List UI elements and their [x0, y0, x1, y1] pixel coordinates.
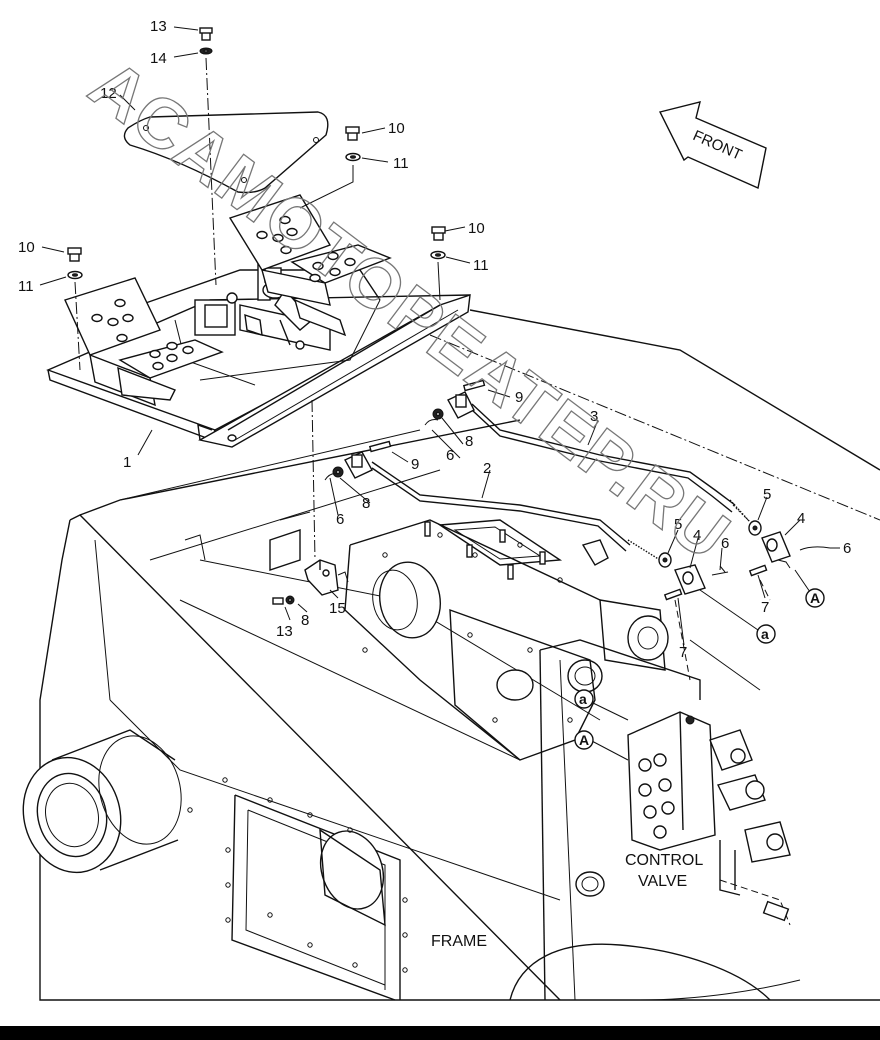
label-11: 11 — [393, 155, 409, 172]
frame-caption: FRAME — [431, 933, 487, 950]
label-13: 13 — [276, 623, 293, 640]
label-1: 1 — [123, 454, 131, 471]
label-7: 7 — [761, 599, 769, 616]
cover-plate — [123, 111, 329, 194]
hardware — [67, 27, 446, 605]
control-valve — [589, 579, 791, 926]
label-3: 3 — [590, 408, 598, 425]
label-9: 9 — [411, 456, 419, 473]
label-6: 6 — [446, 447, 454, 464]
callout-a: a — [579, 691, 587, 707]
label-11: 11 — [18, 278, 34, 295]
label-8: 8 — [465, 433, 473, 450]
control-valve-caption-line2: VALVE — [638, 873, 687, 890]
label-10: 10 — [18, 239, 35, 256]
label-10: 10 — [388, 120, 405, 137]
watermark: ACAMOTOPEATEP.RU — [76, 45, 745, 576]
label-5: 5 — [674, 516, 682, 533]
frame — [22, 309, 880, 1001]
label-4: 4 — [797, 510, 805, 527]
label-2: 2 — [483, 460, 491, 477]
pedal-platform — [46, 194, 471, 448]
leader-lines — [39, 26, 840, 646]
callout-A: A — [579, 732, 589, 748]
label-12: 12 — [100, 85, 117, 102]
part-labels: 13 14 12 10 11 10 11 10 11 1 9 3 8 6 9 2… — [18, 18, 851, 661]
label-5: 5 — [763, 486, 771, 503]
label-15: 15 — [329, 600, 346, 617]
callout-a: a — [761, 626, 769, 642]
bottom-border — [0, 1026, 880, 1040]
front-arrow: FRONT — [658, 101, 767, 189]
callouts: A a a A — [574, 588, 825, 750]
label-11: 11 — [473, 257, 489, 274]
label-9: 9 — [515, 389, 523, 406]
linkage-rods — [324, 379, 831, 601]
label-14: 14 — [150, 50, 167, 67]
label-8: 8 — [301, 612, 309, 629]
label-13: 13 — [150, 18, 167, 35]
callout-A: A — [810, 590, 820, 606]
label-6: 6 — [336, 511, 344, 528]
label-4: 4 — [693, 527, 701, 544]
label-8: 8 — [362, 495, 370, 512]
label-10: 10 — [468, 220, 485, 237]
label-6: 6 — [843, 540, 851, 557]
label-6: 6 — [721, 535, 729, 552]
label-7: 7 — [679, 644, 687, 661]
control-valve-caption-line1: CONTROL — [625, 852, 703, 869]
